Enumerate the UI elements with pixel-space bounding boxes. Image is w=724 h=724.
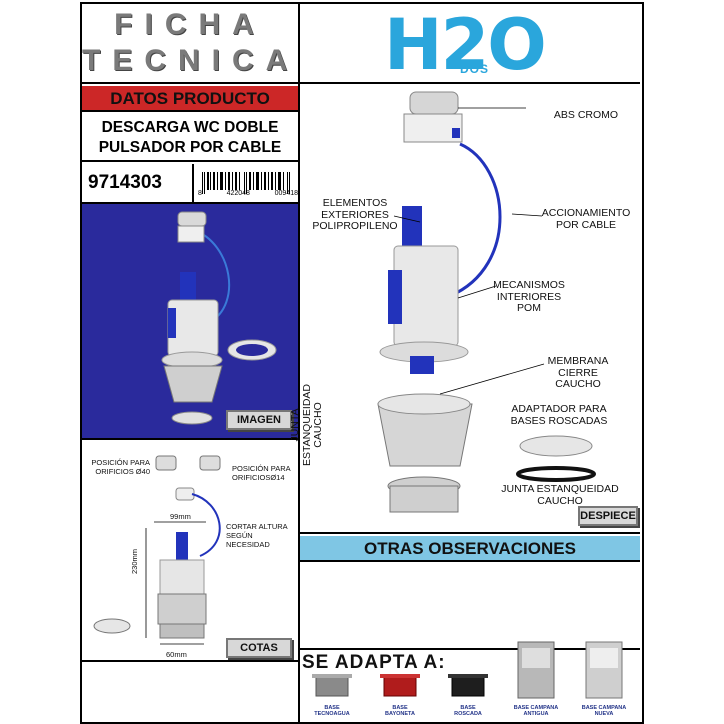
imagen-label: IMAGEN [226, 410, 292, 430]
dimensions-panel: POSICIÓN PARA ORIFICIOS Ø40 POSICIÓN PAR… [82, 442, 298, 662]
product-code-row: 9714303 [82, 164, 298, 204]
base-tecnoagua: BASE TECNOAGUA [302, 672, 362, 717]
base-campana-antigua: BASE CAMPANA ANTIGUA [506, 638, 566, 720]
product-code: 9714303 [88, 172, 162, 193]
exploded-view: ABS CROMO ELEMENTOS EXTERIORES POLIPROPI… [289, 86, 640, 534]
section-otras-observaciones: OTRAS OBSERVACIONES [300, 536, 640, 562]
base-roscada-icon [448, 674, 488, 697]
callout-abs-cromo: ABS CROMO [553, 109, 619, 121]
pos-o14-label: POSICIÓN PARA ORIFICIOSØ14 [232, 464, 291, 482]
cotas-label: COTAS [226, 638, 292, 658]
brand-name: H2O [384, 4, 547, 86]
exploded-drawing [377, 91, 596, 513]
product-name-line-2: PULSADOR POR CABLE [98, 139, 282, 156]
barcode-digits: 8 422048 009418 [198, 190, 298, 197]
base-campana-antigua-icon [517, 641, 555, 699]
technical-sheet: FICHA TECNICA DATOS PRODUCTO DESCARGA WC… [80, 2, 644, 724]
left-column: FICHA TECNICA DATOS PRODUCTO DESCARGA WC… [82, 4, 300, 722]
callout-accionamiento: ACCIONAMIENTO POR CABLE [541, 207, 631, 231]
dimensions-drawing [93, 455, 221, 645]
callout-junta: JUNTA ESTANQUEIDAD CAUCHO [501, 483, 619, 507]
title-line-1: FICHA [114, 8, 266, 41]
base-campana-nueva-label: BASE CAMPANA NUEVA [581, 705, 627, 717]
base-bayoneta: BASE BAYONETA [370, 672, 430, 717]
blank-area [82, 664, 298, 722]
brand-sub: DOS [460, 62, 490, 76]
pos-o40-icon [155, 455, 177, 471]
base-tecnoagua-icon [312, 674, 352, 697]
valve-photo-illustration [161, 211, 277, 425]
barcode-icon [202, 172, 290, 194]
base-roscada-label: BASE ROSCADA [454, 705, 482, 717]
base-bayoneta-label: BASE BAYONETA [385, 705, 415, 717]
base-campana-nueva-icon [585, 641, 623, 699]
despiece-label: DESPIECE [578, 506, 638, 526]
cut-note: CORTAR ALTURA SEGÚN NECESIDAD [226, 522, 288, 549]
right-column: H2O DOS [289, 4, 642, 722]
adapta-title: SE ADAPTA A: [302, 652, 446, 673]
dim-width: 99mm [170, 512, 191, 521]
title-block: FICHA TECNICA [82, 4, 298, 84]
pos-o14-icon [199, 455, 221, 471]
brand-logo: H2O DOS [300, 4, 640, 84]
base-campana-antigua-label: BASE CAMPANA ANTIGUA [513, 705, 559, 717]
product-photo: IMAGEN [82, 204, 298, 440]
dim-base: 60mm [166, 650, 187, 659]
observaciones-body [300, 564, 640, 650]
base-tecnoagua-label: BASE TECNOAGUA [314, 705, 350, 717]
title-line-2: TECNICA [82, 44, 300, 77]
callout-membrana: MEMBRANA CIERRE CAUCHO [547, 355, 609, 390]
product-name: DESCARGA WC DOBLE PULSADOR POR CABLE [82, 114, 298, 162]
callout-elementos: ELEMENTOS EXTERIORES POLIPROPILENO [312, 197, 398, 232]
code-divider [192, 164, 194, 202]
barcode-digit-group-1: 422048 [226, 190, 250, 197]
section-datos-producto: DATOS PRODUCTO [82, 86, 298, 112]
barcode-digit-prefix: 8 [198, 190, 202, 197]
callout-adaptador: ADAPTADOR PARA BASES ROSCADAS [510, 403, 608, 427]
callout-junta-vertical: JUNTA ESTANQUEIDAD CAUCHO [289, 383, 324, 467]
callout-mecanismos: MECANISMOS INTERIORES POM [493, 279, 565, 314]
pos-o40-label: POSICIÓN PARA ORIFICIOS Ø40 [91, 458, 150, 476]
product-name-line-1: DESCARGA WC DOBLE [101, 119, 279, 136]
base-campana-nueva: BASE CAMPANA NUEVA [574, 638, 634, 720]
barcode-digit-group-2: 009418 [274, 190, 298, 197]
base-roscada: BASE ROSCADA [438, 672, 498, 717]
base-bayoneta-icon [380, 674, 420, 697]
